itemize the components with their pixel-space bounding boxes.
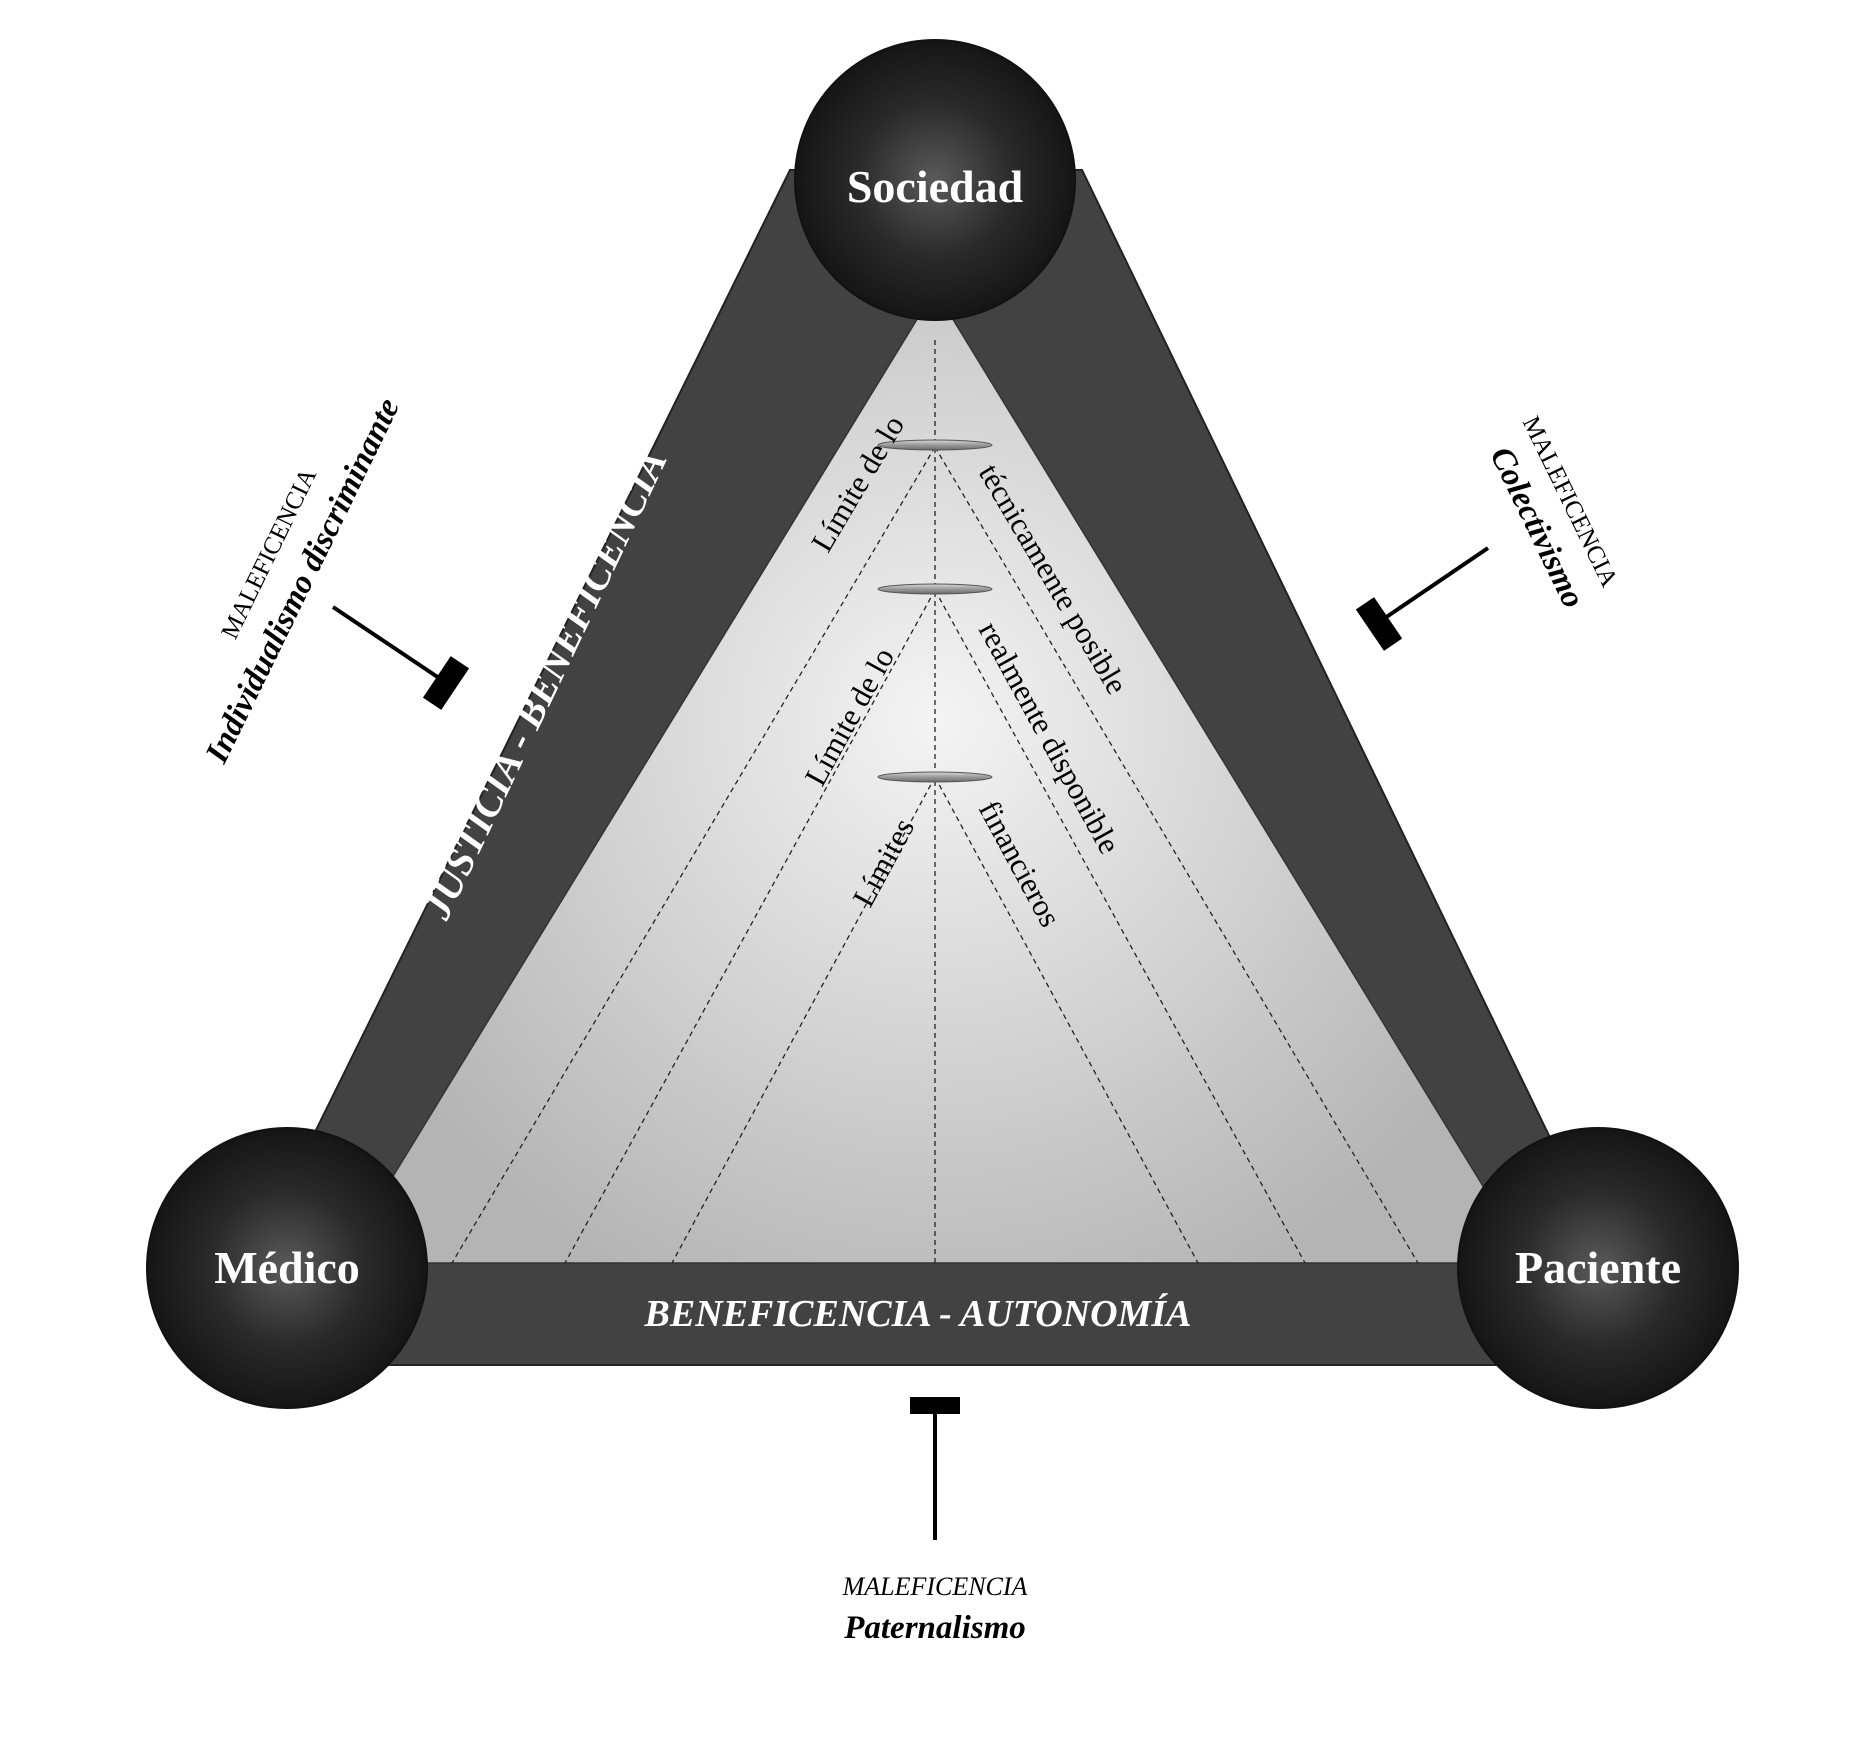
node-circle-medico <box>146 1127 428 1409</box>
limit-lines <box>451 340 1419 1264</box>
maleficence-left-name: Individualismo discriminante <box>199 393 407 770</box>
maleficence-marker-left <box>331 605 470 710</box>
node-label-medico: Médico <box>214 1242 360 1293</box>
inner-limit-right-line <box>934 776 1199 1264</box>
node-circle-sociedad <box>794 39 1076 321</box>
maleficence-bottom-name: Paternalismo <box>843 1610 1026 1646</box>
node-label-sociedad: Sociedad <box>847 161 1024 212</box>
limit-bar-outer <box>877 439 993 451</box>
limit-bar-middle <box>877 583 993 595</box>
node-paciente: Paciente <box>1457 1127 1739 1409</box>
limit-bar-inner <box>877 771 993 783</box>
middle-limit-right-line <box>934 589 1306 1264</box>
node-medico: Médico <box>146 1127 428 1409</box>
node-sociedad: Sociedad <box>794 39 1076 321</box>
maleficence-marker-right <box>1355 546 1490 651</box>
node-circle-paciente <box>1457 1127 1739 1409</box>
node-label-paciente: Paciente <box>1515 1242 1681 1293</box>
maleficence-bottom-label: MALEFICENCIA <box>842 1572 1028 1601</box>
maleficence-marker-bottom <box>910 1397 960 1540</box>
inner-limit-left-line <box>671 776 936 1264</box>
edge-label-bottom: BENEFICENCIA - AUTONOMÍA <box>644 1293 1192 1335</box>
middle-limit-left-line <box>564 589 936 1264</box>
limit-bars <box>877 439 993 783</box>
